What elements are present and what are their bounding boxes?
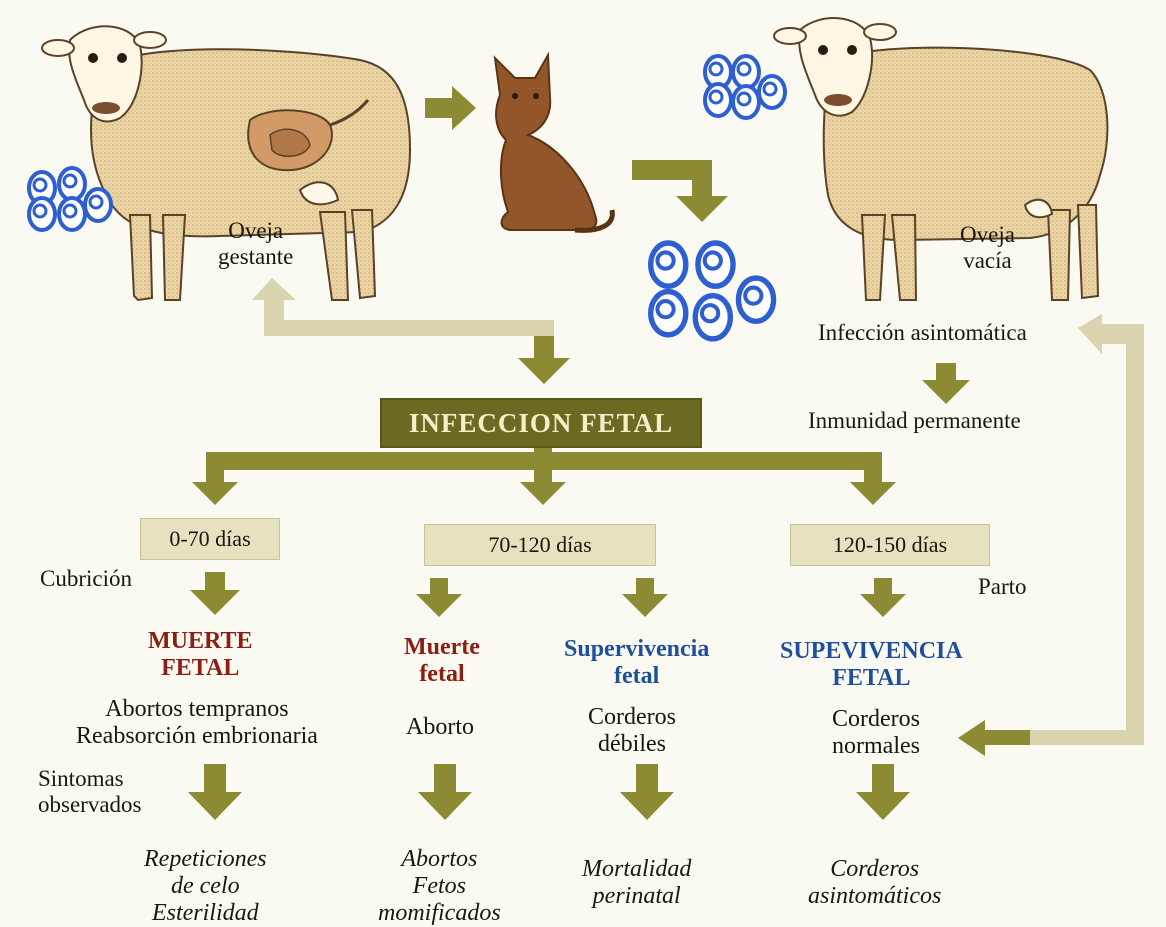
symptoms-label: Sintomas observados [38,766,141,818]
desc-line: Corderos [588,704,676,730]
oocyst-cluster-icon [703,54,787,120]
cubricion-label: Cubrición [40,566,132,591]
symptom-arrows [188,764,910,820]
desc-line: débiles [598,730,666,757]
period-70-120: 70-120 días [424,524,656,566]
title-line: FETAL [161,654,240,681]
title-line: fetal [614,662,660,689]
pregnant-sheep-icon [41,25,412,302]
arrow-sheep-to-cat [425,86,476,130]
outcome-1-desc: Abortos tempranos Reabsorción embrionari… [76,696,318,750]
title-line: SUPEVIVENCIA [780,638,963,664]
outcome-4-result: Corderos asintomáticos [808,856,941,910]
oocyst-cluster-icon [651,243,774,339]
arrow-to-fetal-infection [252,278,570,384]
label-line: vacía [963,247,1012,273]
title-line: Supervivencia [564,636,710,662]
asymptomatic-infection-label: Infección asintomática [818,320,1027,345]
outcome-4-title: SUPEVIVENCIA FETAL [780,638,963,692]
result-line: perinatal [592,882,681,909]
label-line: Oveja [228,218,284,243]
result-line: Esterilidad [151,899,259,926]
desc-line: Corderos [832,706,920,732]
result-line: momificados [378,899,501,926]
outcome-2-title: Muerte fetal [404,634,480,688]
desc-line: Aborto [406,714,474,740]
label-line: gestante [218,243,294,269]
outcome-3-result: Mortalidad perinatal [582,856,691,910]
desc-line: Abortos tempranos [105,696,289,722]
title-line: fetal [419,660,465,687]
arrow-to-immunity [922,363,970,404]
label-line: Sintomas [38,766,124,791]
empty-sheep-icon [773,17,1109,301]
outcome-2-desc: Aborto [406,714,474,741]
branch-arrows [192,448,896,505]
outcome-3-desc: Corderos débiles [588,704,676,758]
result-line: Abortos [401,846,478,872]
period-arrows [190,572,906,617]
result-line: Repeticiones [144,846,267,872]
outcome-1-title: MUERTE FETAL [148,628,253,682]
label-line: observados [38,791,142,817]
label-line: Oveja [960,222,1015,247]
title-line: FETAL [832,664,911,691]
outcome-4-desc: Corderos normales [832,706,920,760]
desc-line: normales [832,732,920,759]
title-line: MUERTE [148,628,253,654]
cat-icon [493,51,615,233]
title-line: Muerte [404,634,480,660]
outcome-3-title: Supervivencia fetal [564,636,709,690]
fetal-infection-box: INFECCION FETAL [380,398,702,448]
parto-label: Parto [978,574,1027,599]
result-line: asintomáticos [808,882,942,909]
permanent-immunity-label: Inmunidad permanente [808,408,1021,433]
result-line: de celo [171,872,240,899]
result-line: Mortalidad [582,856,692,882]
result-line: Fetos [412,872,466,899]
period-120-150: 120-150 días [790,524,990,566]
empty-sheep-label: Oveja vacía [960,222,1015,274]
pregnant-sheep-label: Oveja gestante [218,218,293,270]
feedback-arrow [958,314,1144,756]
desc-line: Reabsorción embrionaria [76,722,318,749]
period-0-70: 0-70 días [140,518,280,560]
arrow-cat-to-oocysts [632,160,728,222]
result-line: Corderos [830,856,920,882]
